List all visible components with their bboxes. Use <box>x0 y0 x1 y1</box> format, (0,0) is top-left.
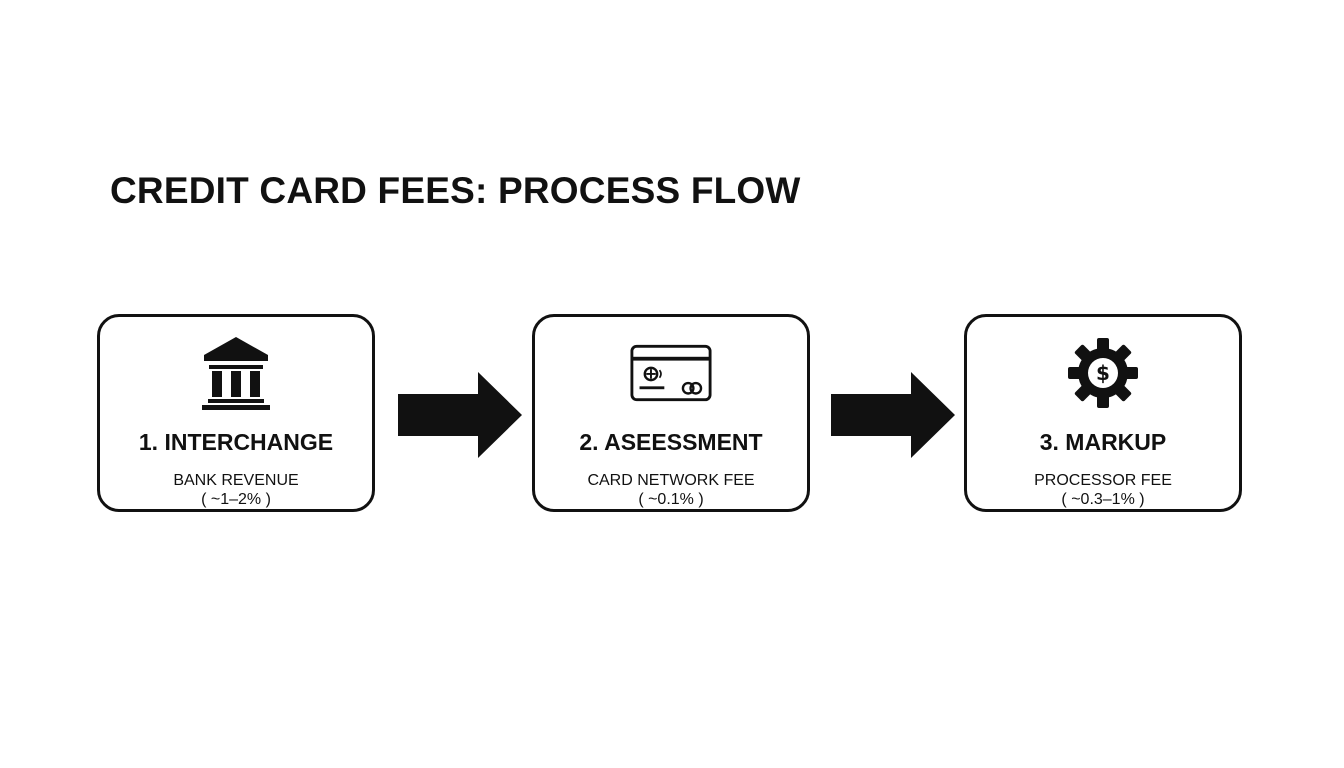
bank-icon <box>195 334 277 411</box>
credit-card-icon <box>630 334 712 411</box>
step-label: 1. INTERCHANGE <box>138 429 334 455</box>
step-rate: ( ~1–2% ) <box>201 491 271 508</box>
step-rate: ( ~0.3–1% ) <box>1061 491 1145 508</box>
svg-text:$: $ <box>1096 361 1110 385</box>
arrow-right-icon <box>398 372 522 458</box>
step-card-assessment: 2. ASEESSMENT CARD NETWORK FEE ( ~0.1% ) <box>532 314 810 512</box>
page-title: CREDIT CARD FEES: PROCESS FLOW <box>110 170 801 211</box>
step-description: PROCESSOR FEE <box>1034 472 1172 489</box>
step-card-interchange: 1. INTERCHANGE BANK REVENUE ( ~1–2% ) <box>97 314 375 512</box>
arrow-right-icon <box>831 372 955 458</box>
step-description: BANK REVENUE <box>173 472 299 489</box>
gear-dollar-icon: $ <box>1062 334 1144 411</box>
step-rate: ( ~0.1% ) <box>638 491 704 508</box>
step-description: CARD NETWORK FEE <box>587 472 755 489</box>
step-label: 2. ASEESSMENT <box>579 429 763 455</box>
step-label: 3. MARKUP <box>1039 429 1167 455</box>
step-card-markup: $ 3. MARKUP PROCESSOR FEE ( ~0.3–1% ) <box>964 314 1242 512</box>
